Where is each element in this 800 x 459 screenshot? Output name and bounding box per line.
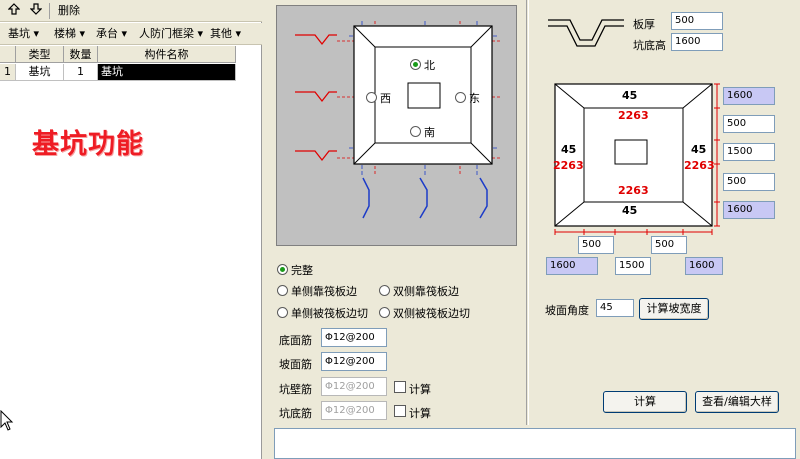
west-label: 西 <box>380 92 391 105</box>
slope-rebar-label: 坡面筋 <box>279 358 312 371</box>
bottom-angle-label: 45 <box>622 204 638 217</box>
south-label: 南 <box>424 126 435 139</box>
option-double-cut-radio[interactable] <box>379 307 390 318</box>
top-dim-label: 2263 <box>618 109 649 122</box>
top-angle-label: 45 <box>622 89 638 102</box>
dim-bottom-5[interactable]: 1600 <box>685 257 723 275</box>
mouse-cursor-icon <box>0 409 14 435</box>
pit-bottom-rebar-label: 坑底筋 <box>279 407 312 420</box>
pit-preview: 北 南 西 东 <box>276 5 517 246</box>
grid-index-header <box>0 46 16 63</box>
menu-other[interactable]: 其他 ▾ <box>210 27 242 40</box>
left-angle-label: 45 <box>561 143 577 156</box>
feature-label: 基坑功能 <box>32 129 144 160</box>
bottom-rebar-label: 底面筋 <box>279 334 312 347</box>
left-dim-label: 2263 <box>553 159 584 172</box>
grid-header-qty[interactable]: 数量 <box>64 46 98 63</box>
thickness-field[interactable]: 500 <box>671 12 723 30</box>
toolbar-divider <box>49 3 50 19</box>
option-complete-radio[interactable] <box>277 264 288 275</box>
delete-button[interactable]: 删除 <box>58 4 80 17</box>
bottom-dim-label: 2263 <box>618 184 649 197</box>
pit-bottom-calc-checkbox[interactable] <box>394 405 406 417</box>
south-radio[interactable] <box>410 126 421 137</box>
row-qty[interactable]: 1 <box>64 64 98 80</box>
wall-calc-label: 计算 <box>409 383 431 396</box>
menu-pile-cap[interactable]: 承台 ▾ <box>96 27 128 40</box>
east-radio[interactable] <box>455 92 466 103</box>
grid-header-type[interactable]: 类型 <box>16 46 64 63</box>
right-dim-label: 2263 <box>684 159 715 172</box>
option-double-cut-label: 双侧被筏板边切 <box>393 307 470 320</box>
pit-height-field[interactable]: 1600 <box>671 33 723 51</box>
view-edit-detail-button[interactable]: 查看/编辑大样 <box>695 391 779 413</box>
dim-bottom-3[interactable]: 1600 <box>546 257 598 275</box>
slope-rebar-field[interactable]: Φ12@200 <box>321 352 387 371</box>
option-single-cut-label: 单侧被筏板边切 <box>291 307 368 320</box>
output-textarea[interactable] <box>274 428 796 459</box>
pit-section-icon <box>548 19 624 47</box>
calc-button[interactable]: 计算 <box>603 391 687 413</box>
dim-right-3[interactable]: 1500 <box>723 143 775 161</box>
pit-bottom-rebar-field[interactable]: Φ12@200 <box>321 401 387 420</box>
calc-slope-width-button[interactable]: 计算坡宽度 <box>639 298 709 320</box>
north-label: 北 <box>424 59 435 72</box>
row-name[interactable]: 基坑 <box>98 64 236 80</box>
wall-calc-checkbox[interactable] <box>394 381 406 393</box>
row-type[interactable]: 基坑 <box>16 64 64 80</box>
right-angle-label: 45 <box>691 143 707 156</box>
panel-separator <box>526 0 529 425</box>
dim-bottom-2[interactable]: 500 <box>651 236 687 254</box>
option-single-near-label: 单侧靠筏板边 <box>291 285 357 298</box>
arrow-up-icon[interactable] <box>6 3 22 19</box>
slope-angle-field[interactable]: 45 <box>596 299 634 317</box>
grid-header-name[interactable]: 构件名称 <box>98 46 236 63</box>
dim-right-5[interactable]: 1600 <box>723 201 775 219</box>
menu-stairs[interactable]: 楼梯 ▾ <box>54 27 86 40</box>
menu-pit[interactable]: 基坑 ▾ <box>8 27 40 40</box>
top-toolbar: 删除 <box>0 0 262 22</box>
dim-bottom-4[interactable]: 1500 <box>615 257 651 275</box>
slope-angle-label: 坡面角度 <box>545 304 589 317</box>
pit-plan-drawing <box>554 83 720 235</box>
option-single-cut-radio[interactable] <box>277 307 288 318</box>
pit-height-label: 坑底高 <box>633 39 666 52</box>
menu-bar: 基坑 ▾ 楼梯 ▾ 承台 ▾ 人防门框梁 ▾ 其他 ▾ <box>0 23 262 45</box>
option-complete-label: 完整 <box>291 264 313 277</box>
dim-bottom-1[interactable]: 500 <box>578 236 614 254</box>
option-single-near-radio[interactable] <box>277 285 288 296</box>
wall-rebar-field[interactable]: Φ12@200 <box>321 377 387 396</box>
row-index: 1 <box>0 64 16 80</box>
option-double-near-radio[interactable] <box>379 285 390 296</box>
bottom-rebar-field[interactable]: Φ12@200 <box>321 328 387 347</box>
table-row[interactable]: 1 基坑 1 基坑 <box>0 64 236 81</box>
wall-rebar-label: 坑壁筋 <box>279 383 312 396</box>
option-double-near-label: 双侧靠筏板边 <box>393 285 459 298</box>
pit-bottom-calc-label: 计算 <box>409 407 431 420</box>
dim-right-4[interactable]: 500 <box>723 173 775 191</box>
arrow-down-icon[interactable] <box>28 3 44 19</box>
grid-header: 类型 数量 构件名称 <box>0 46 236 63</box>
east-label: 东 <box>469 92 480 105</box>
west-radio[interactable] <box>366 92 377 103</box>
dim-right-2[interactable]: 500 <box>723 115 775 133</box>
dim-right-1[interactable]: 1600 <box>723 87 775 105</box>
left-panel: 删除 基坑 ▾ 楼梯 ▾ 承台 ▾ 人防门框梁 ▾ 其他 ▾ 类型 数量 构件名… <box>0 0 262 459</box>
north-radio[interactable] <box>410 59 421 70</box>
thickness-label: 板厚 <box>633 18 655 31</box>
menu-civil-door-beam[interactable]: 人防门框梁 ▾ <box>139 27 204 40</box>
